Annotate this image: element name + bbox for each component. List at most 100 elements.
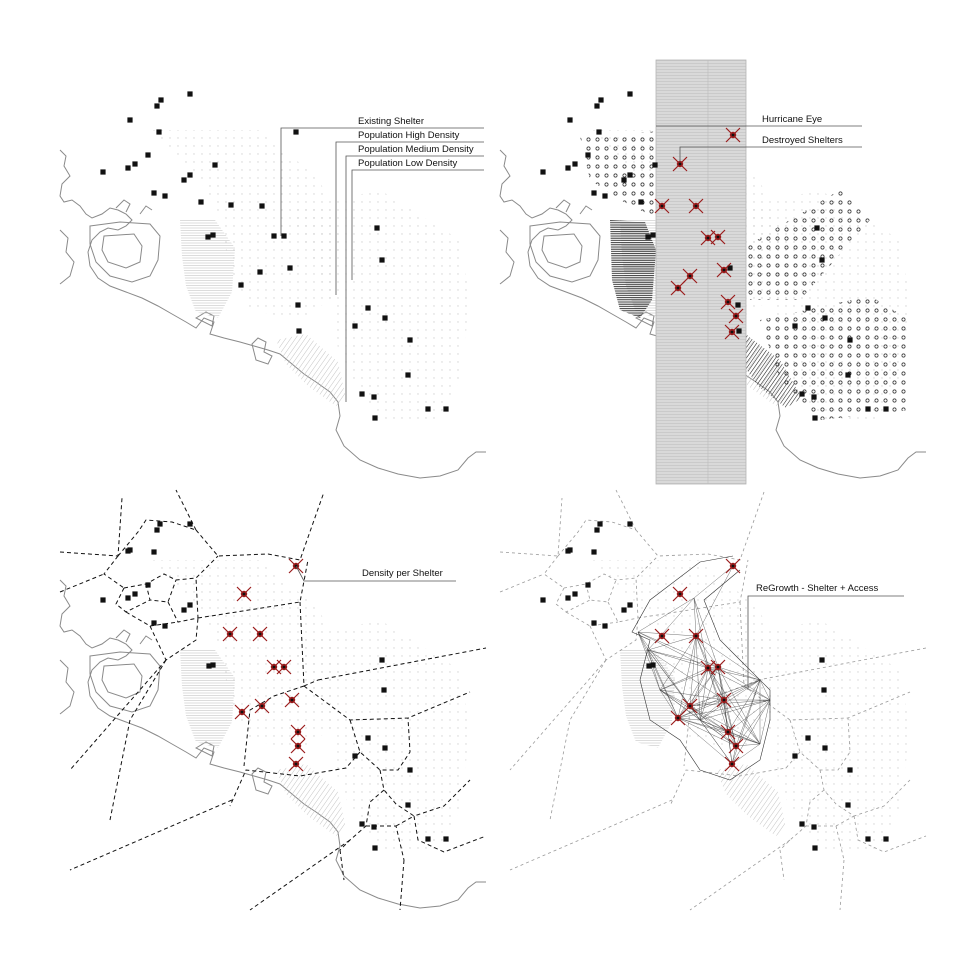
affected-medium-density-area	[740, 330, 802, 408]
shelter-square	[405, 372, 411, 378]
shelter-square	[372, 845, 378, 851]
shelter-square	[638, 199, 644, 205]
shelter-square	[443, 836, 449, 842]
shelter-square	[382, 745, 388, 751]
shelter-square	[100, 597, 106, 603]
shelter-square	[883, 836, 889, 842]
shelter-square	[206, 663, 212, 669]
shelter-square	[154, 103, 160, 109]
shelter-square	[257, 269, 263, 275]
shelter-square	[381, 687, 387, 693]
shelter-square	[425, 406, 431, 412]
shelter-square	[151, 620, 157, 626]
label-regrowth-shelter-access: ReGrowth - Shelter + Access	[756, 583, 878, 594]
shelter-square	[210, 662, 216, 668]
shelter-square	[287, 265, 293, 271]
shelter-square	[814, 225, 820, 231]
shelter-square	[621, 177, 627, 183]
shelter-square	[621, 607, 627, 613]
shelter-square	[379, 257, 385, 263]
shelter-square	[132, 591, 138, 597]
shelter-square	[145, 152, 151, 158]
legend-leaders	[656, 125, 862, 162]
shelter-square	[822, 745, 828, 751]
shelter-square	[646, 663, 652, 669]
affected-high-density-area	[610, 220, 656, 318]
shelter-square	[407, 767, 413, 773]
shelter-square	[591, 620, 597, 626]
shelter-square	[627, 172, 633, 178]
shelter-square	[238, 282, 244, 288]
shelter-square	[845, 372, 851, 378]
shelter-square	[822, 315, 828, 321]
shelter-square	[645, 234, 651, 240]
shelter-square	[296, 328, 302, 334]
shelter-square	[407, 337, 413, 343]
shelter-square	[847, 767, 853, 773]
shelter-square	[162, 623, 168, 629]
shelter-square	[883, 406, 889, 412]
shelter-square	[359, 391, 365, 397]
label-hurricane-eye: Hurricane Eye	[762, 114, 822, 125]
shelter-square	[228, 202, 234, 208]
shelter-square	[372, 415, 378, 421]
shelter-square	[821, 687, 827, 693]
shelter-square	[359, 821, 365, 827]
label-population-high-density: Population High Density	[358, 130, 460, 141]
shelter-square	[132, 161, 138, 167]
shelter-square	[405, 802, 411, 808]
population-density-areas	[150, 130, 470, 420]
label-density-per-shelter: Density per Shelter	[362, 568, 443, 579]
legend-leader	[747, 595, 904, 690]
shelter-square	[627, 521, 633, 527]
shelter-square	[594, 103, 600, 109]
label-population-medium-density: Population Medium Density	[358, 144, 474, 155]
population-density-areas	[590, 560, 910, 850]
shelter-square	[602, 623, 608, 629]
shelter-square	[627, 602, 633, 608]
label-existing-shelter: Existing Shelter	[358, 116, 424, 127]
shelter-square	[425, 836, 431, 842]
shelter-square	[727, 265, 733, 271]
shelter-square	[865, 836, 871, 842]
destroyed-shelter-mark	[725, 558, 741, 574]
shelter-square	[352, 323, 358, 329]
shelter-square	[187, 602, 193, 608]
shelter-square	[812, 845, 818, 851]
shelter-square	[865, 406, 871, 412]
shelter-square	[158, 97, 164, 103]
panel-regrowth: ReGrowth - Shelter + Access	[499, 489, 927, 911]
panel-existing-population: Existing Shelter Population High Density…	[59, 91, 487, 479]
shelter-square	[594, 527, 600, 533]
shelter-square	[293, 129, 299, 135]
shelter-square	[805, 735, 811, 741]
shelter-square	[295, 302, 301, 308]
shelter-square	[281, 233, 287, 239]
shelter-square	[259, 203, 265, 209]
shelter-square	[127, 547, 133, 553]
label-population-low-density: Population Low Density	[358, 158, 458, 169]
population-density-areas	[150, 560, 470, 850]
shelter-square	[812, 415, 818, 421]
shelter-square	[162, 193, 168, 199]
shelter-square	[598, 97, 604, 103]
shelter-square	[811, 394, 817, 400]
existing-shelter-markers	[100, 521, 449, 851]
shelter-square	[151, 190, 157, 196]
shelter-square	[799, 821, 805, 827]
existing-shelter-markers	[540, 521, 889, 851]
shelter-square	[572, 591, 578, 597]
shelter-square	[540, 597, 546, 603]
shelter-square	[371, 394, 377, 400]
shelter-square	[602, 193, 608, 199]
shelter-square	[379, 657, 385, 663]
shelter-square	[352, 753, 358, 759]
shelter-square	[650, 232, 656, 238]
shelter-square	[187, 172, 193, 178]
shelter-square	[271, 233, 277, 239]
shelter-square	[596, 129, 602, 135]
shelter-square	[205, 234, 211, 240]
shelter-square	[565, 165, 571, 171]
shelter-square	[198, 199, 204, 205]
